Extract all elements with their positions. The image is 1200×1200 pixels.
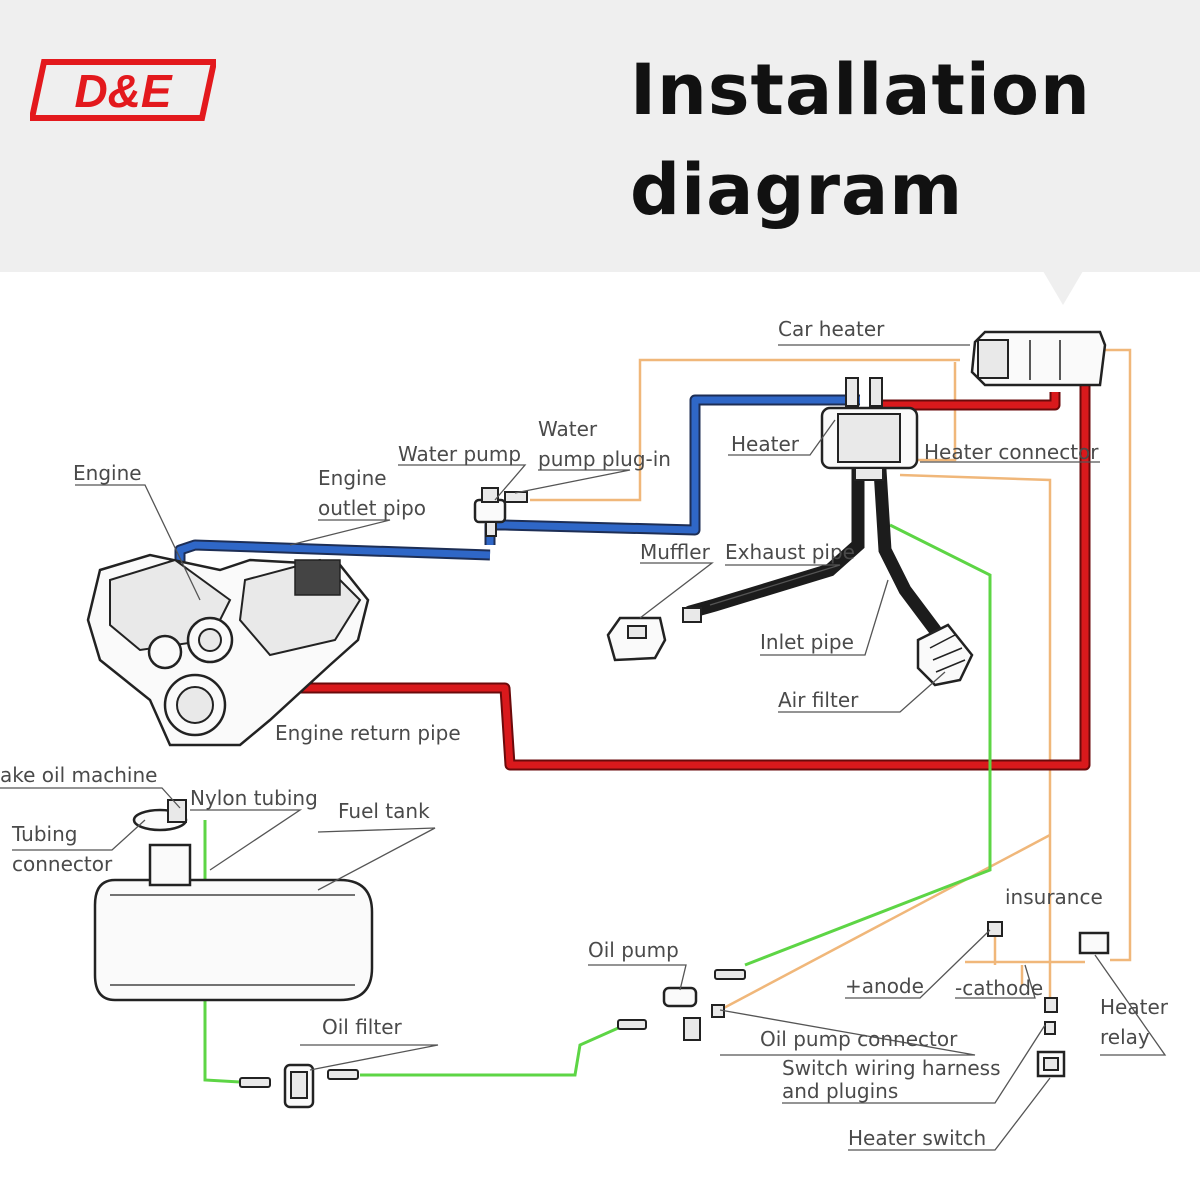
brand-logo: D&E [30,59,216,121]
label-heater-relay-1: Heater [1100,995,1169,1019]
label-tubing-connector-1: Tubing [11,822,77,846]
label-inlet-pipe: Inlet pipe [760,630,854,654]
car-heater-unit [970,330,1107,387]
label-oil-machine: ake oil machine [0,763,157,787]
label-heater-connector: Heater connector [924,440,1099,464]
label-tubing-connector-2: connector [12,852,113,876]
logo-text: D&E [74,65,172,117]
label-oil-filter: Oil filter [322,1015,403,1039]
oil-pump [617,969,746,1041]
leader-lines [0,344,1167,1151]
title-line-1: Installation [630,49,1091,131]
label-fuel-tank: Fuel tank [338,799,430,823]
label-cathode: -cathode [955,976,1043,1000]
label-water-pump: Water pump [398,442,521,466]
header-banner [0,0,1200,272]
label-engine-return-pipe: Engine return pipe [275,721,461,745]
label-water-pump-plugin-1: Water [538,417,598,441]
heater-unit [820,377,919,481]
label-switch-harness-1: Switch wiring harness [782,1056,1001,1080]
part-labels: Car heater Water pump plug-in Water pump… [0,317,1169,1150]
label-oil-pump: Oil pump [588,938,679,962]
label-engine: Engine [73,461,142,485]
label-anode: +anode [845,974,924,998]
label-nylon-tubing: Nylon tubing [190,786,318,810]
label-heater-switch: Heater switch [848,1126,986,1150]
exhaust-and-inlet-hoses [683,463,942,637]
wiring-harness [530,348,1132,1012]
label-air-filter: Air filter [778,688,859,712]
label-exhaust-pipe: Exhaust pipe [725,540,855,564]
title-line-2: diagram [630,149,964,231]
oil-filter [239,1063,359,1109]
engine-return-hose [262,385,1091,771]
label-engine-outlet-1: Engine [318,466,387,490]
page-title: Installation diagram [630,40,1091,240]
muffler [606,607,702,662]
label-muffler: Muffler [640,540,711,564]
label-car-heater: Car heater [778,317,885,341]
fuel-tank [93,799,374,1002]
label-insurance: insurance [1005,885,1103,909]
label-water-pump-plugin-2: pump plug-in [538,447,671,471]
label-heater: Heater [731,432,800,456]
label-switch-harness-2: and plugins [782,1079,898,1103]
label-oil-pump-connector: Oil pump connector [760,1027,958,1051]
banner-pointer [1043,271,1083,305]
air-filter [916,623,974,687]
label-heater-relay-2: relay [1100,1025,1150,1049]
electrical-parts [987,921,1110,1078]
engine [86,553,370,747]
water-pump [473,487,528,537]
label-engine-outlet-2: outlet pipo [318,496,426,520]
